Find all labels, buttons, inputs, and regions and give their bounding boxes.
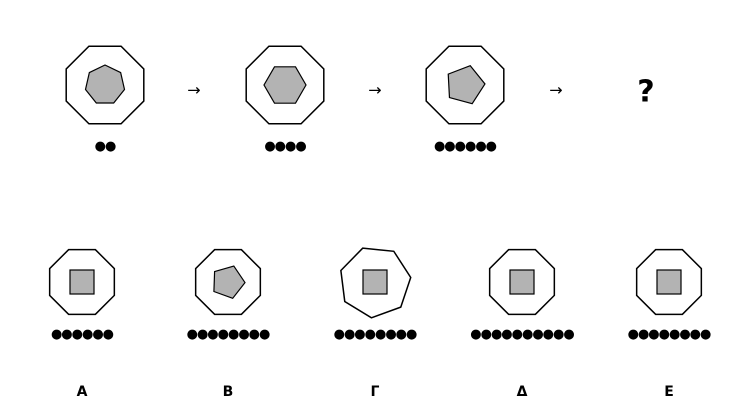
arrow-3: → [549, 80, 563, 100]
figure-graphic [635, 248, 703, 316]
option-c-dots: ●●●●●●●● [333, 327, 418, 342]
figure-graphic [245, 45, 325, 125]
figure-graphic [194, 248, 262, 316]
outer-octagon [194, 248, 262, 316]
sequence-figure-1 [61, 41, 149, 129]
inner-hexagon [263, 66, 307, 104]
inner-pentagon [213, 265, 246, 300]
outer-octagon [635, 248, 703, 316]
option-b-label[interactable]: Β [222, 384, 234, 400]
inner-square [656, 269, 682, 295]
figure-graphic [48, 248, 116, 316]
option-e-figure[interactable] [632, 245, 706, 319]
option-d-figure[interactable] [485, 245, 559, 319]
inner-pentagon [447, 64, 486, 105]
outer-octagon [48, 248, 116, 316]
inner-square [509, 269, 535, 295]
option-d-dots: ●●●●●●●●●● [470, 327, 574, 342]
outer-octagon [65, 45, 145, 125]
outer-octagon [425, 45, 505, 125]
option-b-dots: ●●●●●●●● [186, 327, 271, 342]
figure-graphic [65, 45, 145, 125]
outer-octagon [245, 45, 325, 125]
dot-count-2: ●●●● [264, 139, 306, 154]
option-e-dots: ●●●●●●●● [627, 327, 712, 342]
inner-square [362, 269, 388, 295]
option-d-label[interactable]: Δ [516, 384, 528, 400]
question-mark: ? [637, 74, 655, 110]
option-a-figure[interactable] [45, 245, 119, 319]
option-a-dots: ●●●●●● [50, 327, 114, 342]
option-e-label[interactable]: Ε [664, 384, 674, 400]
inner-heptagon [84, 64, 126, 104]
dot-count-1: ●● [94, 139, 117, 154]
outer-octagon [488, 248, 556, 316]
dot-count-3: ●●●●●● [433, 139, 497, 154]
outer-heptagon [340, 247, 412, 319]
figure-graphic [488, 248, 556, 316]
sequence-figure-2 [241, 41, 329, 129]
option-c-figure[interactable] [338, 245, 412, 319]
figure-graphic [425, 45, 505, 125]
inner-square [69, 269, 95, 295]
option-a-label[interactable]: Α [76, 384, 88, 400]
figure-graphic [340, 247, 412, 319]
arrow-1: → [187, 80, 201, 100]
arrow-2: → [368, 80, 382, 100]
option-b-figure[interactable] [191, 245, 265, 319]
sequence-figure-3 [421, 41, 509, 129]
option-c-label[interactable]: Γ [370, 384, 380, 400]
